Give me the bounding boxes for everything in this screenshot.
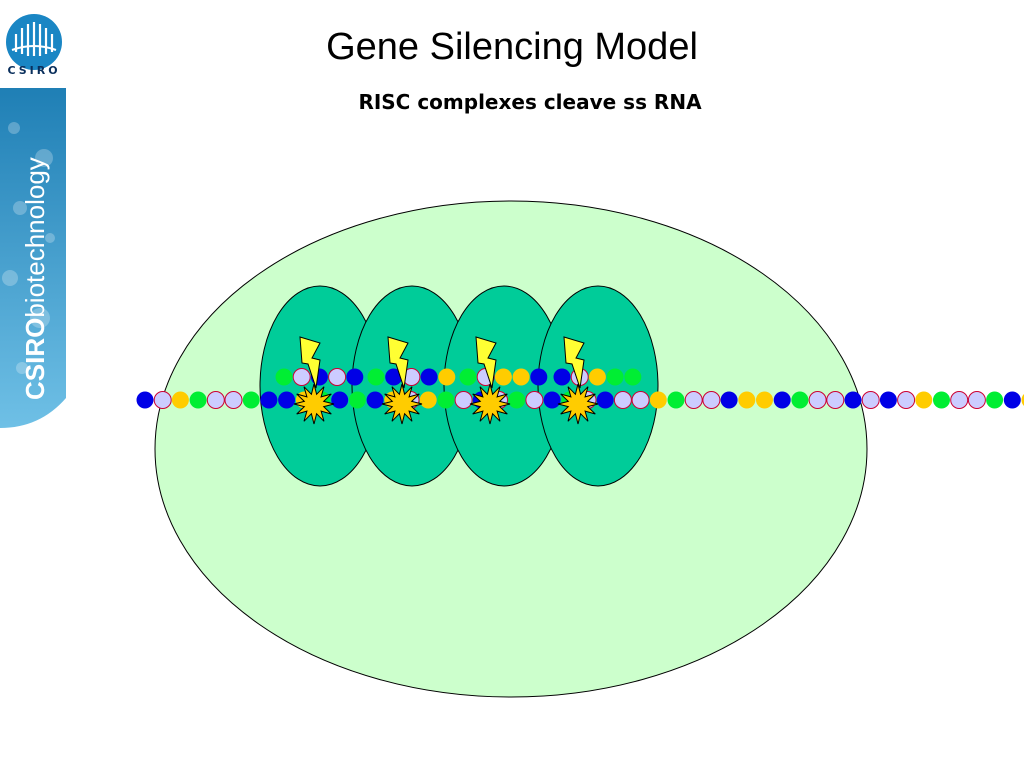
guide-bead — [385, 368, 403, 386]
guide-bead — [292, 368, 311, 386]
rna-bead — [897, 391, 916, 409]
rna-bead — [366, 391, 384, 409]
lightning-bolt-icon — [563, 336, 585, 389]
rna-bead — [171, 391, 189, 409]
rna-bead — [702, 391, 721, 409]
rna-bead — [596, 391, 614, 409]
lightning-bolt-icon — [475, 336, 497, 389]
rna-bead — [684, 391, 703, 409]
guide-bead — [420, 368, 438, 386]
guide-bead — [624, 368, 642, 386]
rna-bead — [206, 391, 225, 409]
rna-bead — [950, 391, 969, 409]
rna-bead — [543, 391, 561, 409]
cleavage-starburst — [469, 383, 511, 425]
rna-bead — [331, 391, 349, 409]
lightning-bolt-icon — [387, 336, 409, 389]
guide-bead — [606, 368, 624, 386]
biotechnology-banner — [0, 88, 66, 428]
rna-bead — [667, 391, 685, 409]
rna-bead — [278, 391, 296, 409]
guide-bead — [346, 368, 364, 386]
rna-bead — [189, 391, 207, 409]
page-title: Gene Silencing Model — [326, 26, 698, 68]
rna-bead — [419, 391, 437, 409]
page-subtitle: RISC complexes cleave ss RNA — [358, 90, 702, 114]
rna-bead — [738, 391, 756, 409]
rna-bead — [791, 391, 809, 409]
lightning-bolt-icon — [299, 336, 321, 389]
rna-bead — [348, 391, 366, 409]
guide-bead — [367, 368, 385, 386]
cleavage-starburst — [293, 383, 335, 425]
rna-bead — [808, 391, 827, 409]
rna-bead — [224, 391, 243, 409]
rna-bead — [844, 391, 862, 409]
rna-bead — [826, 391, 845, 409]
rna-bead — [508, 391, 526, 409]
rna-bead — [1021, 393, 1024, 407]
guide-bead — [438, 368, 456, 386]
rna-bead — [879, 391, 897, 409]
cleavage-starburst — [557, 383, 599, 425]
guide-bead — [530, 368, 548, 386]
rna-bead — [260, 391, 278, 409]
rna-bead — [986, 391, 1004, 409]
rna-bead — [915, 391, 933, 409]
rna-bead — [631, 391, 650, 409]
rna-bead — [136, 391, 154, 409]
rna-bead — [242, 391, 260, 409]
rna-bead — [454, 391, 473, 409]
csiro-logo-icon — [6, 14, 62, 70]
rna-bead — [773, 391, 791, 409]
rna-bead — [613, 391, 632, 409]
cleavage-starburst — [381, 383, 423, 425]
guide-bead — [553, 368, 571, 386]
logo-text: CSIRO — [7, 64, 61, 77]
guide-bead — [328, 368, 347, 386]
rna-bead — [720, 391, 738, 409]
rna-bead — [967, 391, 986, 409]
guide-bead — [275, 368, 293, 386]
rna-bead — [933, 391, 950, 409]
rna-bead — [756, 391, 773, 409]
rna-bead — [861, 391, 880, 409]
guide-bead — [494, 368, 512, 386]
guide-bead — [588, 368, 606, 386]
rna-bead — [437, 391, 455, 409]
guide-bead — [512, 368, 530, 386]
rna-bead — [649, 391, 667, 409]
rna-bead — [1003, 391, 1021, 409]
risc-complex — [537, 285, 659, 487]
rna-bead — [153, 391, 172, 409]
guide-bead — [459, 368, 477, 386]
rna-bead — [525, 391, 544, 409]
